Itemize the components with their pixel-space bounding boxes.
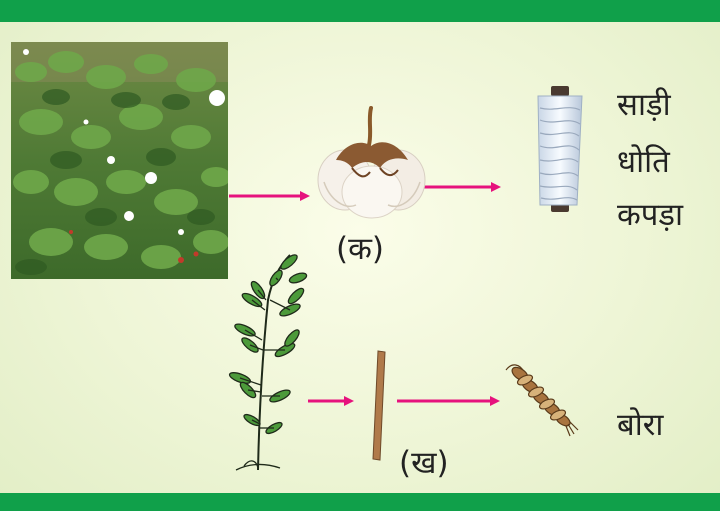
thread-spool-icon	[538, 86, 582, 212]
product-dhoti: धोति	[617, 147, 670, 178]
jute-rope-icon	[506, 365, 578, 436]
product-bora: बोरा	[617, 410, 663, 441]
jute-plant-icon	[228, 253, 308, 470]
jute-stick-icon	[373, 351, 385, 460]
cotton-boll-icon	[318, 108, 425, 218]
label-ka: (क)	[336, 234, 384, 265]
product-sari: साड़ी	[617, 90, 671, 121]
product-kapda: कपड़ा	[617, 200, 683, 231]
label-kha: (ख)	[399, 448, 449, 479]
